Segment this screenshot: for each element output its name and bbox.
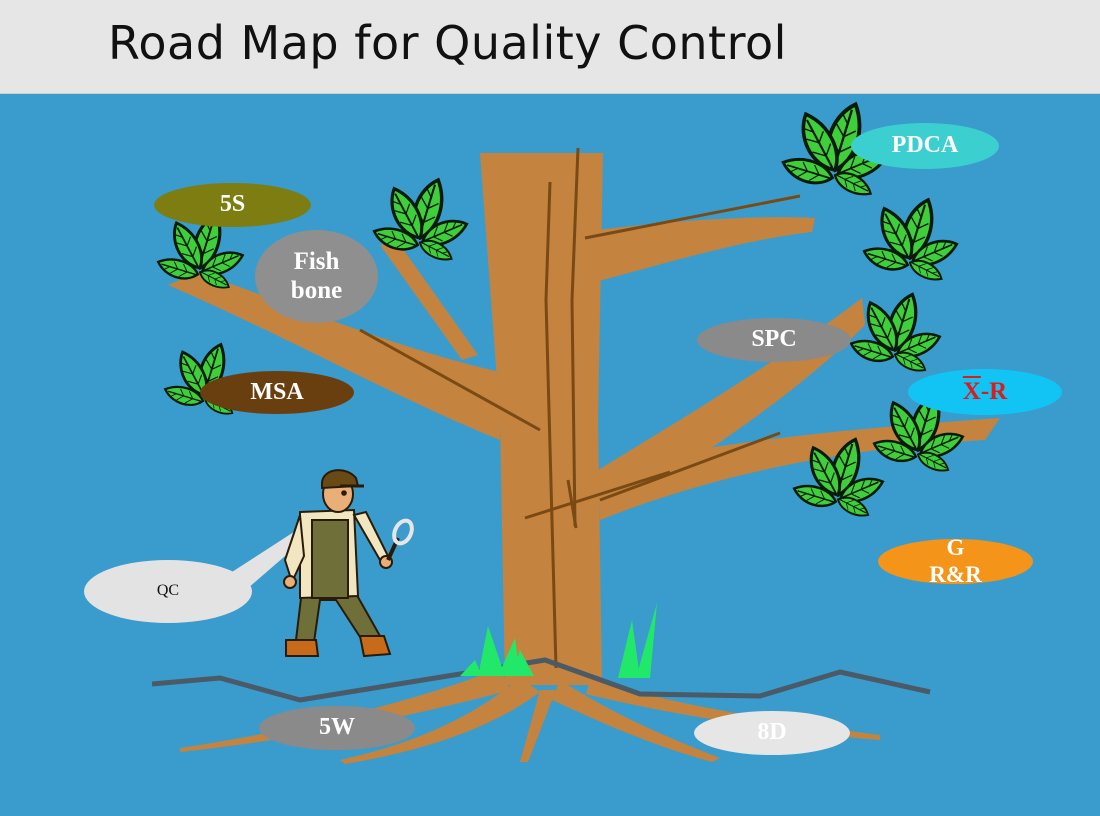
label-xbar-r: X-R [908, 369, 1062, 415]
speech-bubble-qc: QC [84, 560, 252, 623]
speech-bubble-tail [232, 528, 300, 595]
label-grr-line1: G [946, 535, 965, 561]
label-qc-text: QC [156, 582, 180, 600]
label-r-text: -R [980, 377, 1008, 405]
label-5s-text: 5S [219, 191, 246, 218]
label-msa: MSA [200, 371, 354, 414]
grass-tufts [460, 603, 657, 678]
label-8d-text: 8D [757, 719, 787, 746]
inspector-figure-with-magnifier [283, 469, 414, 658]
label-grr-line2: R&R [929, 561, 982, 587]
label-pdca-text: PDCA [891, 132, 959, 159]
label-spc: SPC [697, 318, 851, 362]
ground-line [151, 657, 931, 703]
label-fishbone-line2: bone [290, 276, 343, 304]
label-spc-text: SPC [751, 326, 797, 353]
page-title: Road Map for Quality Control [108, 16, 787, 70]
label-8d: 8D [694, 711, 850, 755]
trunk-cracks [359, 147, 801, 669]
label-pdca: PDCA [851, 123, 999, 169]
label-fishbone-line1: Fish [293, 247, 340, 275]
label-msa-text: MSA [250, 378, 304, 405]
label-grr: G R&R [878, 535, 1033, 587]
title-bar: Road Map for Quality Control [0, 0, 1100, 94]
label-5s: 5S [154, 183, 311, 227]
label-5w: 5W [259, 706, 415, 750]
label-5w-text: 5W [319, 714, 355, 741]
label-fishbone: Fish bone [255, 230, 378, 323]
label-xbar-text: X [962, 377, 981, 405]
